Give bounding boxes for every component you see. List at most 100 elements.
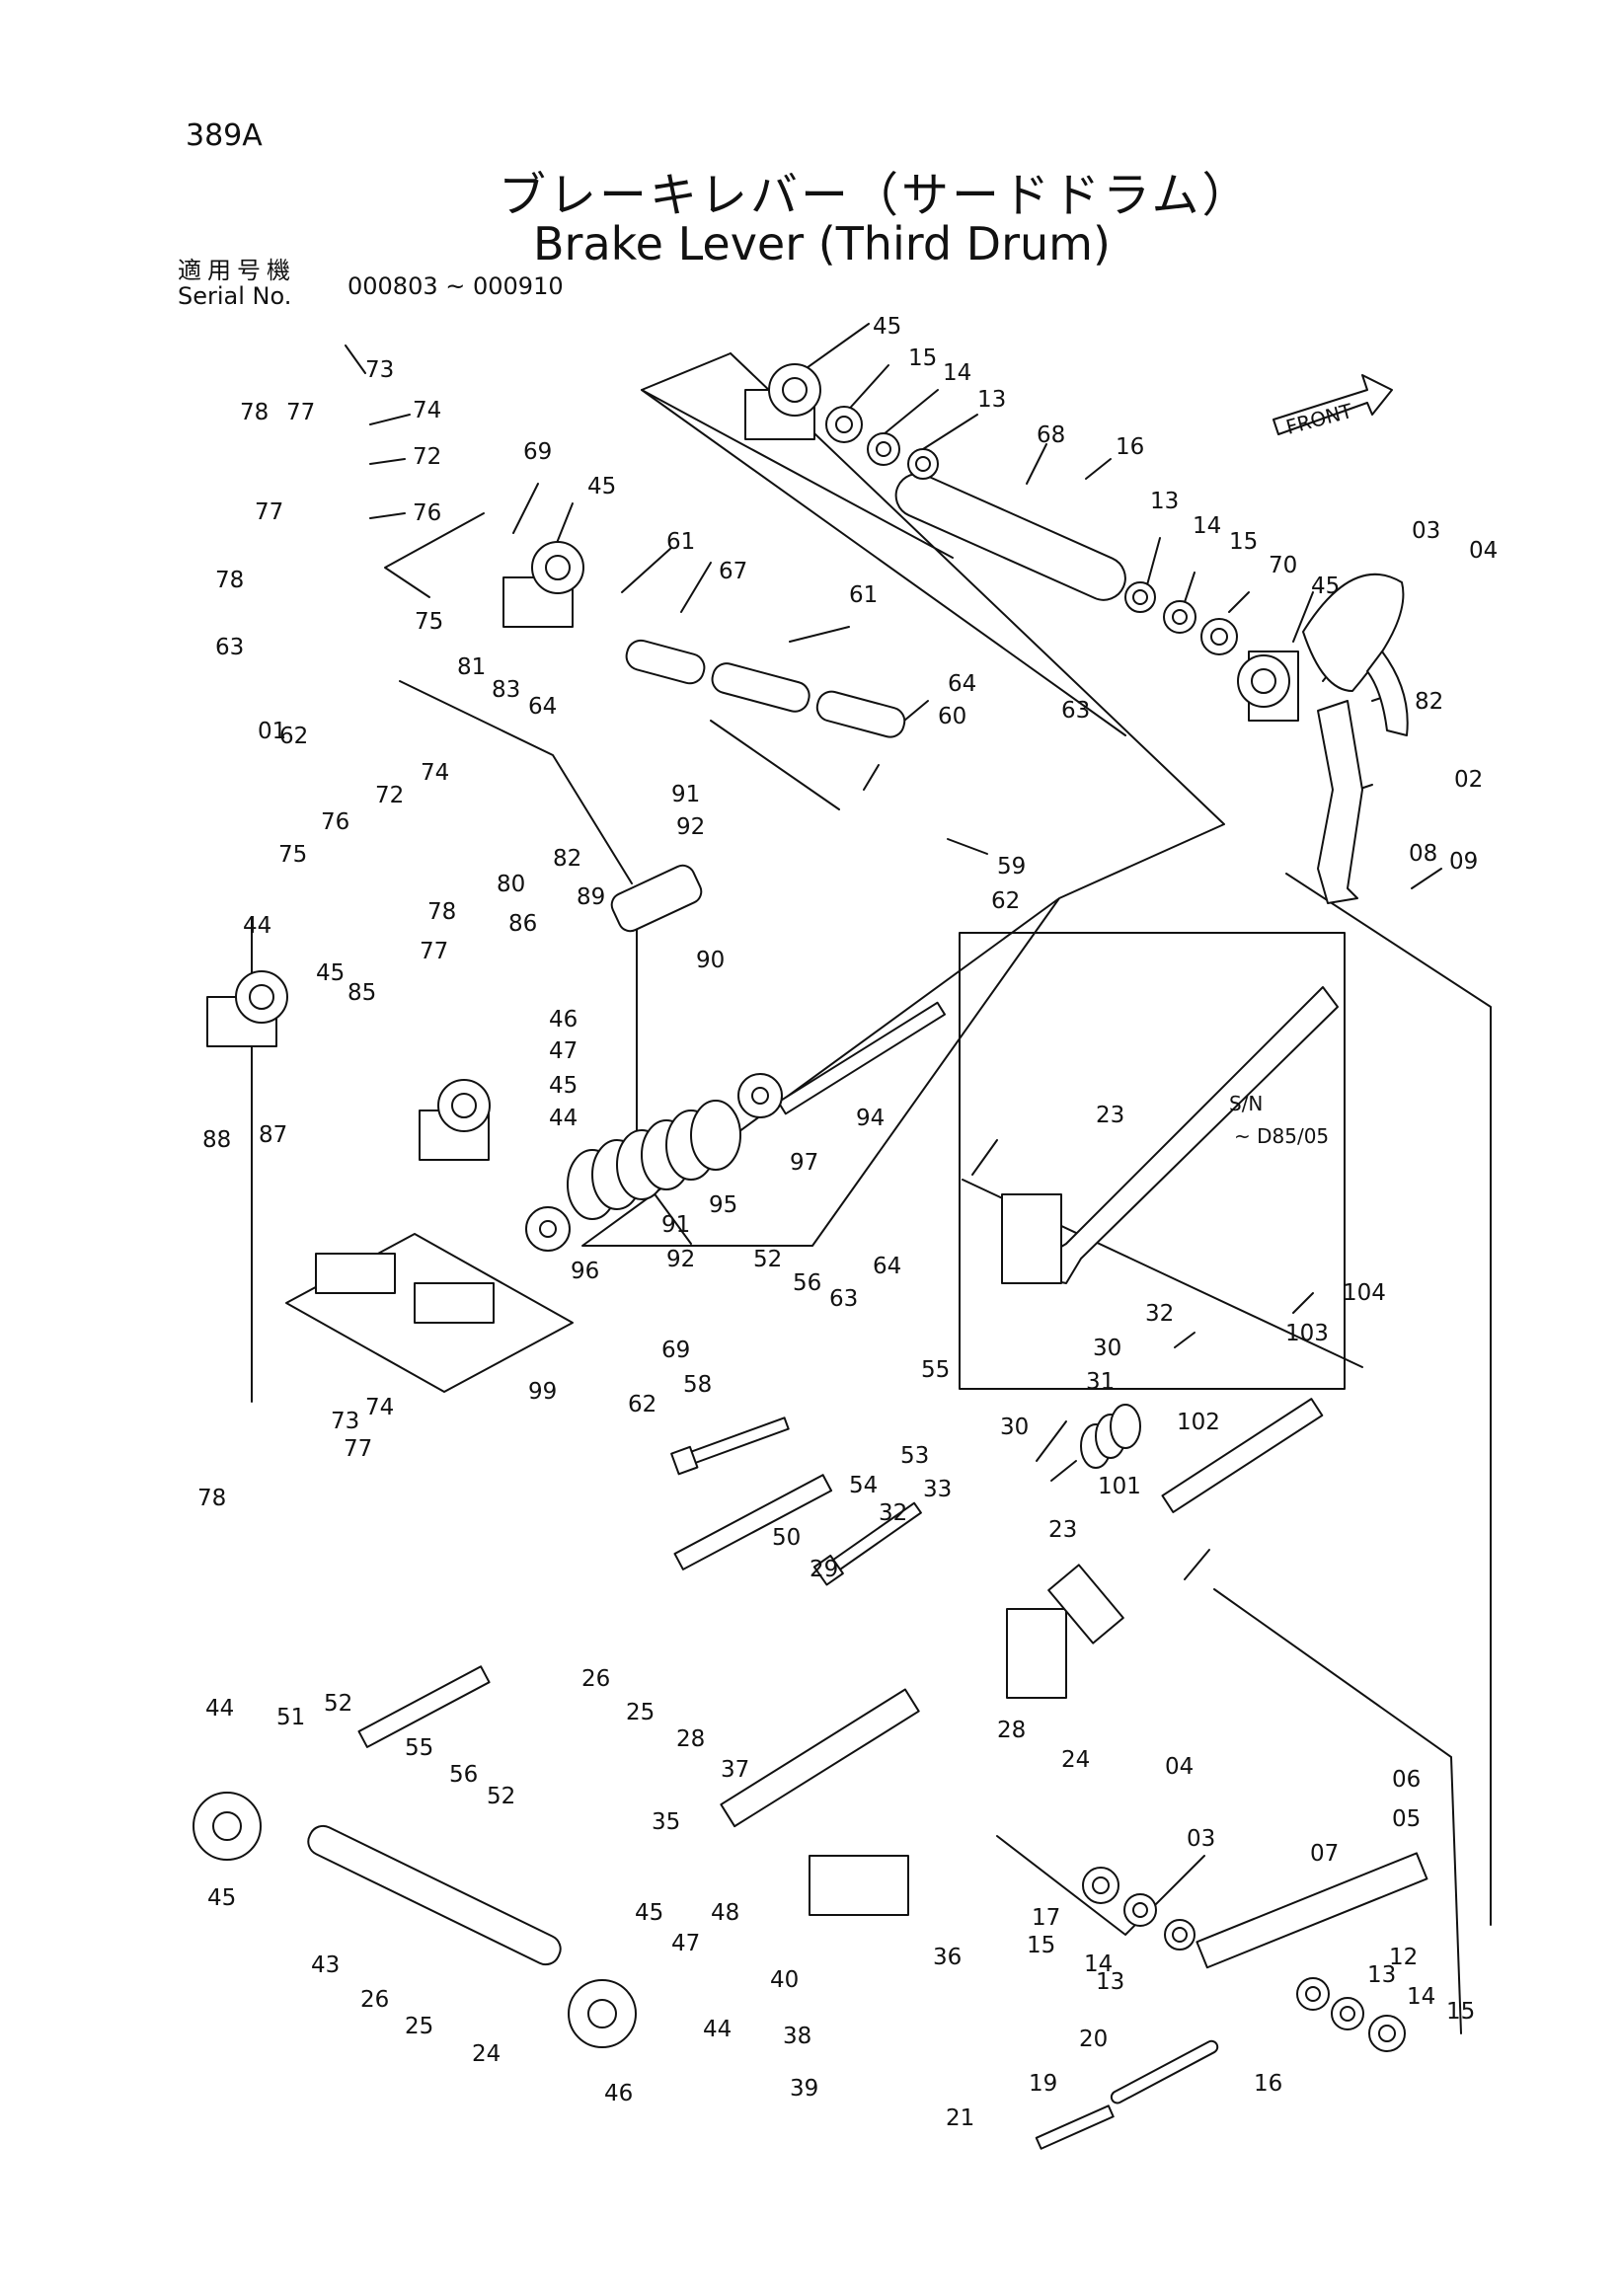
part-label: 50 xyxy=(772,1525,801,1551)
shaft-67 xyxy=(625,639,906,738)
part-label: 45 xyxy=(207,1885,236,1911)
part-label: 91 xyxy=(671,782,700,807)
part-label: 26 xyxy=(360,1987,389,2013)
part-label: 55 xyxy=(921,1357,950,1383)
washer-13-lower xyxy=(1296,1977,1330,2011)
part-label: 14 xyxy=(1084,1952,1113,1977)
washer-13-right xyxy=(1124,581,1156,613)
washer-15-mid xyxy=(1082,1867,1119,1904)
part-label: 15 xyxy=(908,345,937,371)
part-label: 63 xyxy=(215,635,244,660)
part-label: 94 xyxy=(856,1106,885,1131)
group-outline-mid-left xyxy=(399,680,633,884)
part-label: 63 xyxy=(829,1286,858,1312)
part-label: 70 xyxy=(1269,553,1297,578)
shaft-68 xyxy=(894,472,1126,601)
part-label: 16 xyxy=(1116,434,1144,460)
spring-95 xyxy=(567,1100,741,1220)
rod-50 xyxy=(673,1474,833,1570)
part-label: 01 xyxy=(258,719,286,744)
part-label: 62 xyxy=(628,1392,656,1417)
part-label: 90 xyxy=(696,948,725,973)
part-label: 75 xyxy=(278,842,307,868)
part-label: 78 xyxy=(197,1486,226,1511)
group-outline-mid xyxy=(710,720,840,810)
part-label: 29 xyxy=(810,1557,838,1582)
part-label: 46 xyxy=(604,2081,633,2106)
bearing-45-mid xyxy=(206,970,288,1047)
part-label: 78 xyxy=(215,568,244,593)
part-label: 47 xyxy=(549,1038,578,1064)
part-label: 56 xyxy=(449,1762,478,1788)
bolt-29 xyxy=(812,1501,922,1586)
group-outline-shaft xyxy=(641,389,1126,736)
base-plate-99 xyxy=(285,1233,574,1393)
block-36 xyxy=(809,1855,909,1916)
part-label: 92 xyxy=(676,814,705,840)
part-label: 82 xyxy=(553,846,581,872)
washer-13-mid xyxy=(1164,1919,1196,1951)
part-label: 44 xyxy=(703,2017,732,2042)
bearing-45-mid2 xyxy=(419,1079,491,1161)
part-label: 85 xyxy=(347,980,376,1006)
bearing-45-low2 xyxy=(568,1979,637,2048)
part-label: 04 xyxy=(1469,538,1498,564)
part-label: 24 xyxy=(472,2041,501,2067)
part-label: 08 xyxy=(1409,841,1437,867)
part-label: 44 xyxy=(243,913,271,939)
part-label: 12 xyxy=(1389,1945,1418,1970)
part-label: 07 xyxy=(1310,1841,1339,1867)
part-label: 75 xyxy=(415,609,443,635)
group-outline-top-left xyxy=(641,352,954,559)
part-label: 06 xyxy=(1392,1767,1421,1793)
part-label: 86 xyxy=(508,911,537,937)
part-label: 72 xyxy=(413,444,441,470)
part-label: 38 xyxy=(783,2024,811,2049)
part-label: 14 xyxy=(1193,513,1221,539)
part-label: 77 xyxy=(344,1436,372,1462)
page-title-japanese: ブレーキレバー（サードドラム） xyxy=(499,168,1253,223)
part-label: 102 xyxy=(1177,1410,1220,1435)
part-label: 73 xyxy=(331,1409,359,1434)
part-label: 54 xyxy=(849,1473,878,1498)
part-label: 67 xyxy=(719,559,747,584)
bearing-45-right xyxy=(1237,651,1299,722)
part-label: 03 xyxy=(1187,1826,1215,1852)
washer-15-lower xyxy=(1368,2015,1406,2052)
part-label: 14 xyxy=(943,360,971,386)
part-label: 16 xyxy=(1254,2071,1282,2097)
part-label: 72 xyxy=(375,783,404,808)
part-label: 31 xyxy=(1086,1369,1115,1395)
part-label: 76 xyxy=(321,809,349,835)
washer-14-mid xyxy=(1123,1893,1157,1927)
serial-label: Serial No. xyxy=(178,282,292,310)
part-label: 26 xyxy=(581,1666,610,1692)
part-label: 77 xyxy=(286,400,315,425)
part-label: 55 xyxy=(405,1735,433,1761)
part-label: 80 xyxy=(497,872,525,897)
page-title: Brake Lever (Third Drum) xyxy=(533,217,1111,270)
part-label: 45 xyxy=(1311,574,1340,599)
part-label: 25 xyxy=(626,1700,655,1725)
part-label: 83 xyxy=(492,677,520,703)
part-label: 52 xyxy=(487,1784,515,1809)
part-label: 45 xyxy=(873,314,901,340)
part-label: 74 xyxy=(413,398,441,423)
part-label: 02 xyxy=(1454,767,1483,793)
part-label: 62 xyxy=(991,888,1020,914)
part-label: 61 xyxy=(666,529,695,555)
part-label: 101 xyxy=(1098,1474,1141,1499)
rod-94 xyxy=(777,1001,946,1115)
part-label: 40 xyxy=(770,1967,799,1993)
part-label: 45 xyxy=(635,1900,663,1926)
pedal-01 xyxy=(1302,573,1409,736)
part-label: 61 xyxy=(849,582,878,608)
part-label: 23 xyxy=(1048,1517,1077,1543)
part-label: 96 xyxy=(571,1259,599,1284)
cylinder-90 xyxy=(610,864,703,933)
sn-range: ~ D85/05 xyxy=(1234,1124,1329,1148)
part-label: 103 xyxy=(1285,1321,1329,1346)
part-label: 35 xyxy=(652,1809,680,1835)
part-label: 78 xyxy=(240,400,269,425)
group-outline-bottom xyxy=(996,1835,1205,1936)
